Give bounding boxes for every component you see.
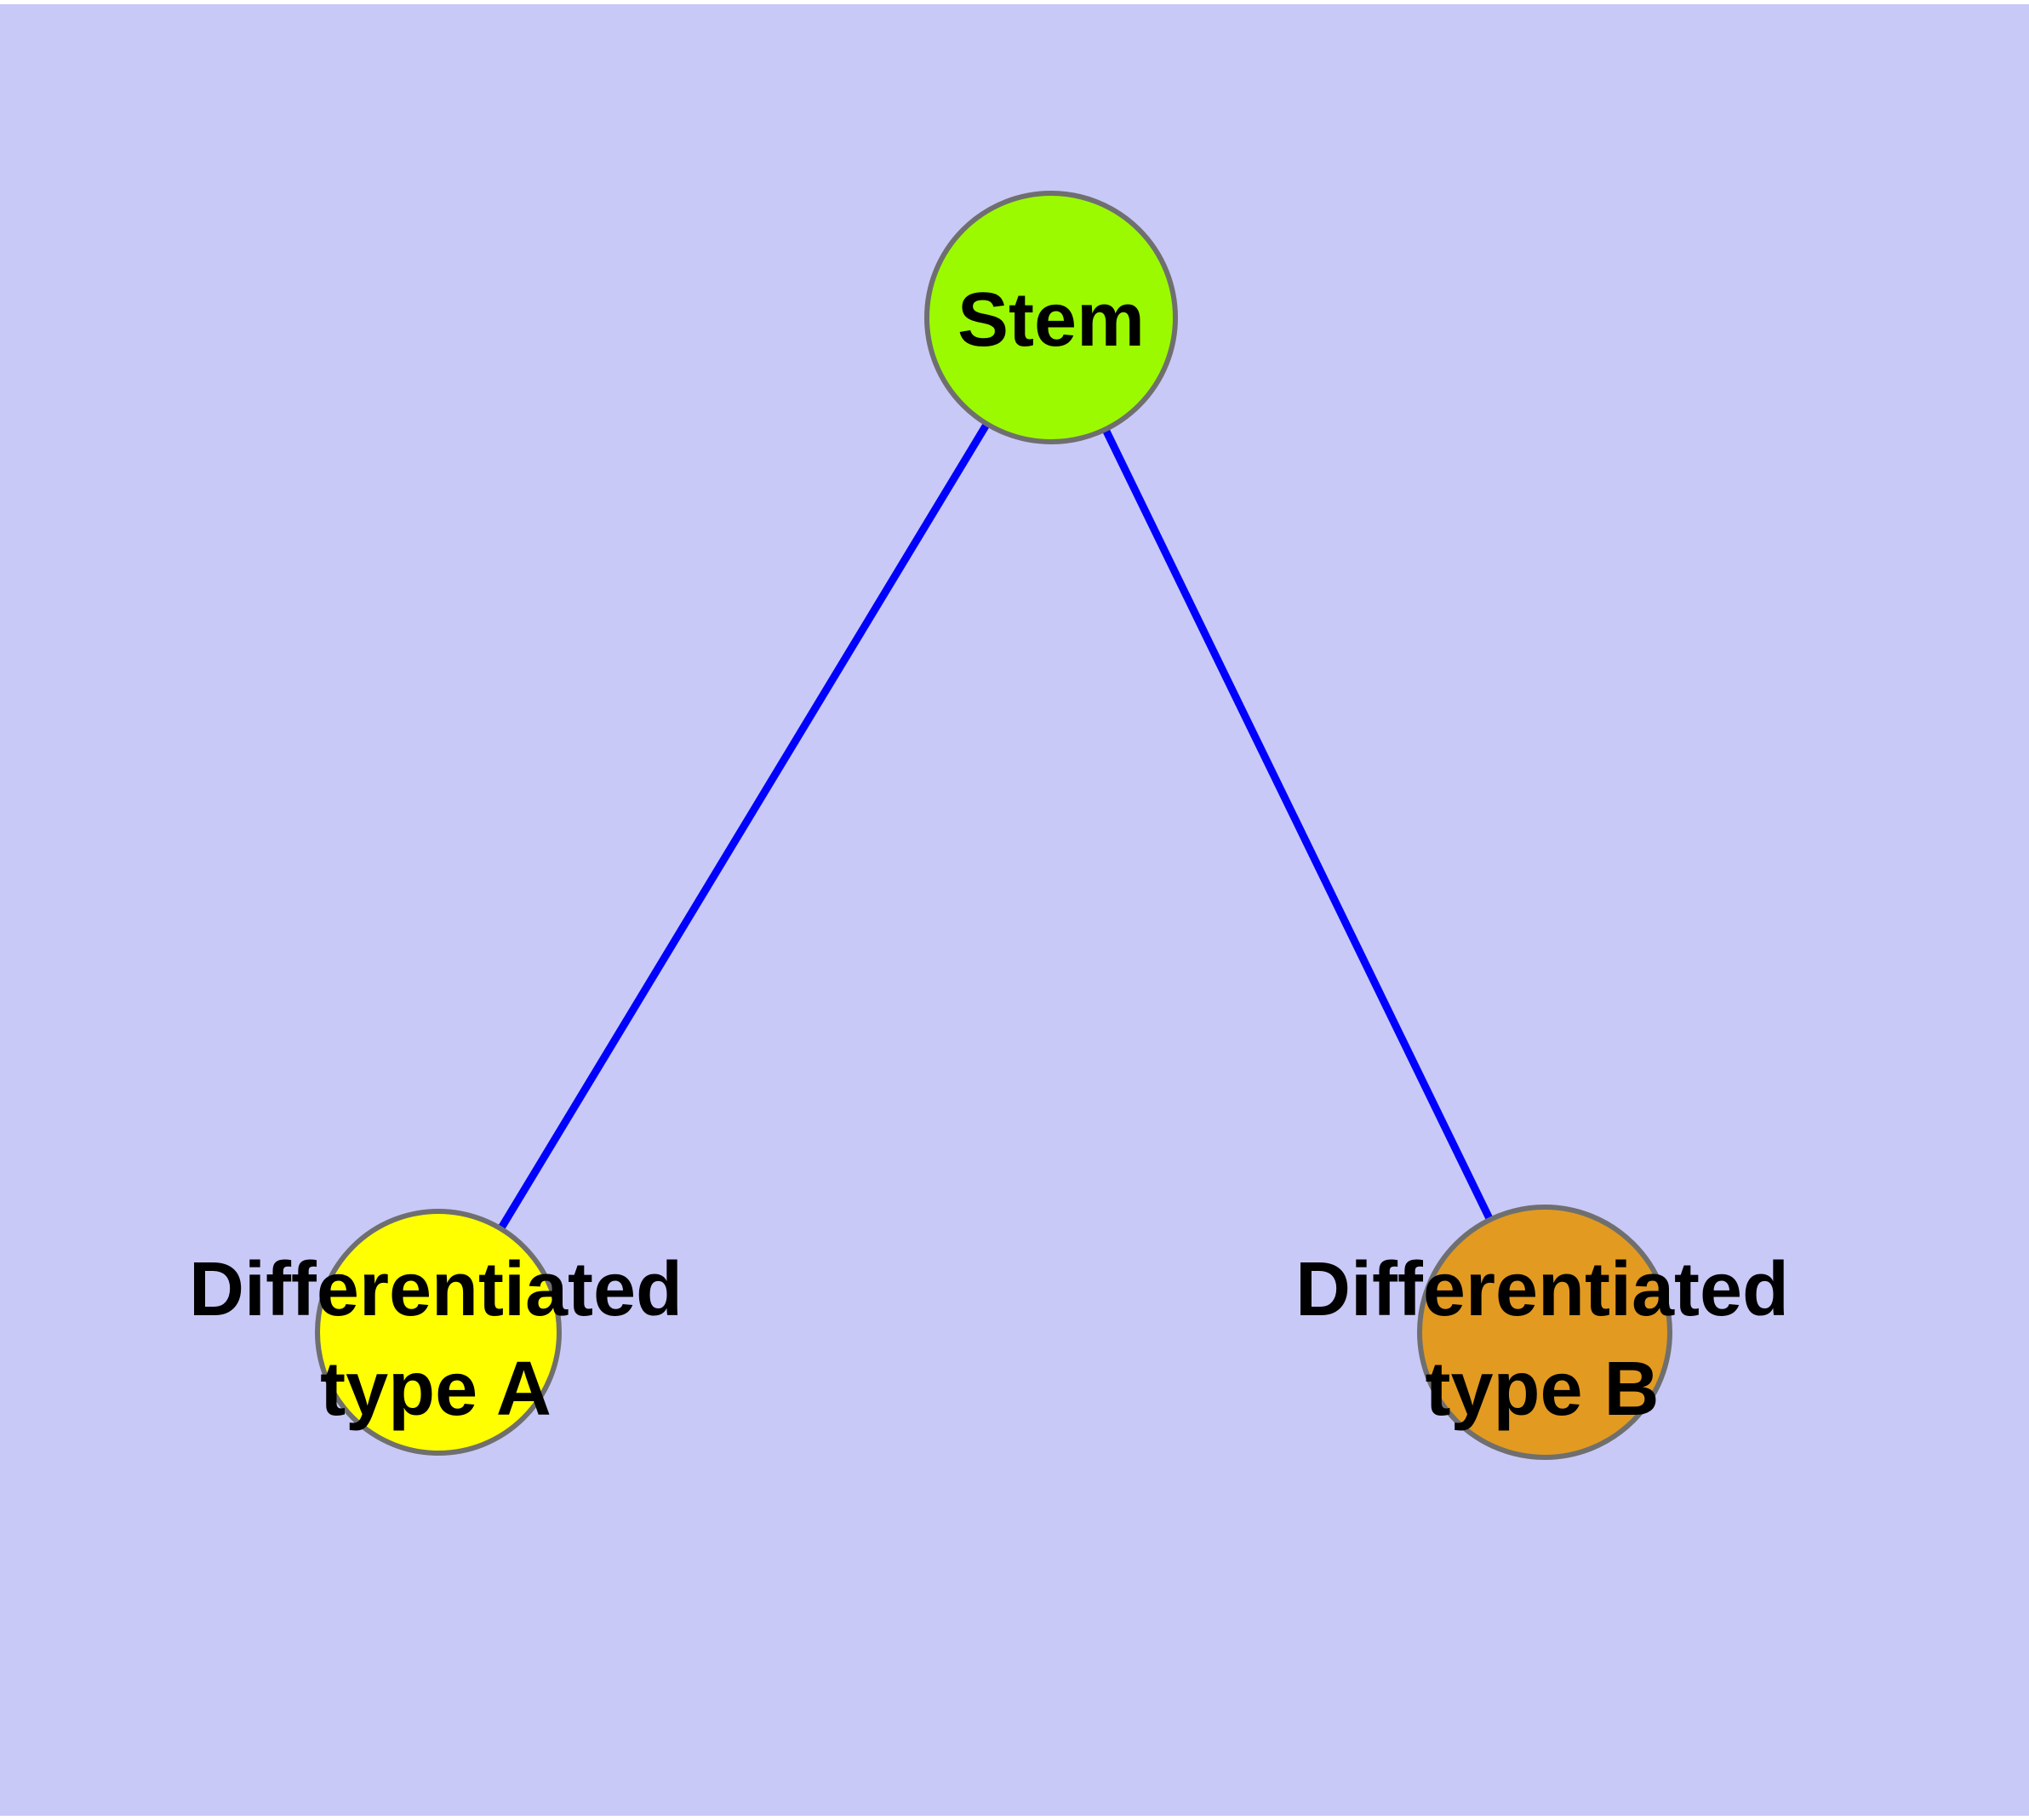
label-group: Stem Differentiated type A Differentiate… — [189, 278, 1789, 1432]
edge-group — [435, 315, 1549, 1335]
node-type-a-label-line-1: Differentiated — [189, 1247, 683, 1332]
edge-stem-to-type-a — [435, 315, 1055, 1335]
node-stem-circle — [924, 191, 1178, 444]
node-stem-label: Stem — [957, 278, 1145, 363]
node-group — [315, 191, 1672, 1460]
node-type-b-label-line-2: type B — [1425, 1347, 1659, 1432]
node-type-a-label-line-2: type A — [320, 1347, 552, 1432]
node-type-b-label-line-1: Differentiated — [1295, 1247, 1789, 1332]
node-type-a-circle — [315, 1209, 562, 1456]
edge-stem-to-type-b — [1047, 316, 1549, 1334]
node-type-b-circle — [1417, 1205, 1672, 1460]
